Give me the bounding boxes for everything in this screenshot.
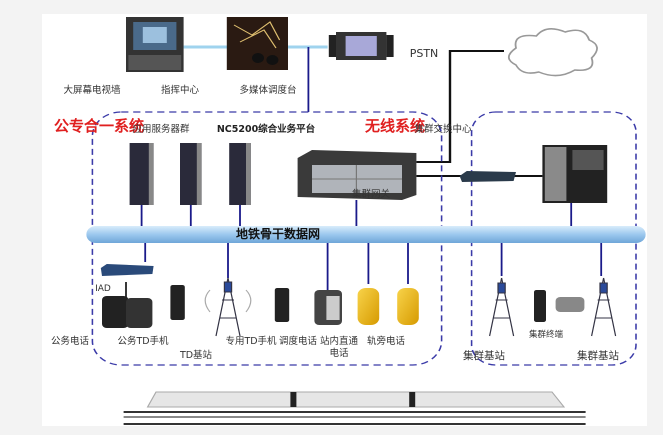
diagram-art [86,17,646,425]
dispatch-phone-label: 调度电话 [278,336,318,347]
iad-label: IAD [95,284,111,294]
trackside-phone-icon [397,288,419,325]
iad-device-icon [100,264,154,276]
trunk-station-tower-icon [591,277,617,337]
office-phone-label: 公务电话 [50,336,90,347]
pstn-link [416,50,505,163]
server-group-label: 应用服务器群 [132,124,190,135]
dispatch-phone-icon [314,290,342,325]
trunk-station-tower-icon [489,277,515,337]
office-phone-icon [102,282,153,328]
td-station-label: TD基站 [179,350,213,361]
station-phone-label-line1: 站内直通 [319,336,359,347]
gateway-label: 集群网关 [351,189,391,200]
office-td-label: 公务TD手机 [117,336,169,347]
station-direct-phone-icon [357,288,380,325]
video-wall-image [126,17,184,72]
trunk-station-label-1: 集群基站 [463,350,505,362]
train-image [123,391,586,425]
command-center-label: 指挥中心 [160,85,200,96]
pstn-cloud-icon [507,28,598,77]
trunk-terminal-label: 集群终端 [528,330,564,340]
private-td-mobile-icon [274,288,290,322]
right-system-title: 无线系统 [365,117,426,135]
backbone-links [140,200,603,290]
office-td-mobile-icon [170,285,185,320]
trunk-terminal-icon [555,297,585,312]
server-icon [129,143,154,205]
pstn-label: PSTN [409,47,439,60]
server-icon [180,143,202,205]
multimedia-console-image [328,32,394,60]
station-phone-label-line2: 电话 [329,348,349,359]
switch-center-label: 集群交换中心 [414,124,472,135]
td-station-tower-icon [204,277,252,337]
trunk-radio-icon [534,290,546,322]
video-wall-label: 大屏幕电视墙 [63,85,121,96]
trackside-phone-label: 轨旁电话 [366,336,406,347]
left-system-title: 公专合一系统 [54,117,145,135]
canvas [42,14,647,426]
private-td-label: 专用TD手机 [225,336,277,347]
multimedia-console-label: 多媒体调度台 [239,85,297,96]
command-center-image [226,17,288,70]
nc5200-platform-icon [297,150,417,200]
platform-label: NC5200综合业务平台 [216,124,316,135]
trunk-station-label-2: 集群基站 [577,350,619,362]
server-icon [229,143,251,205]
backbone-network-bar [86,226,646,243]
trunk-gateway-icon [459,171,516,182]
backbone-label: 地铁骨干数据网 [235,227,321,241]
trunk-switch-cabinet-icon [542,145,608,203]
